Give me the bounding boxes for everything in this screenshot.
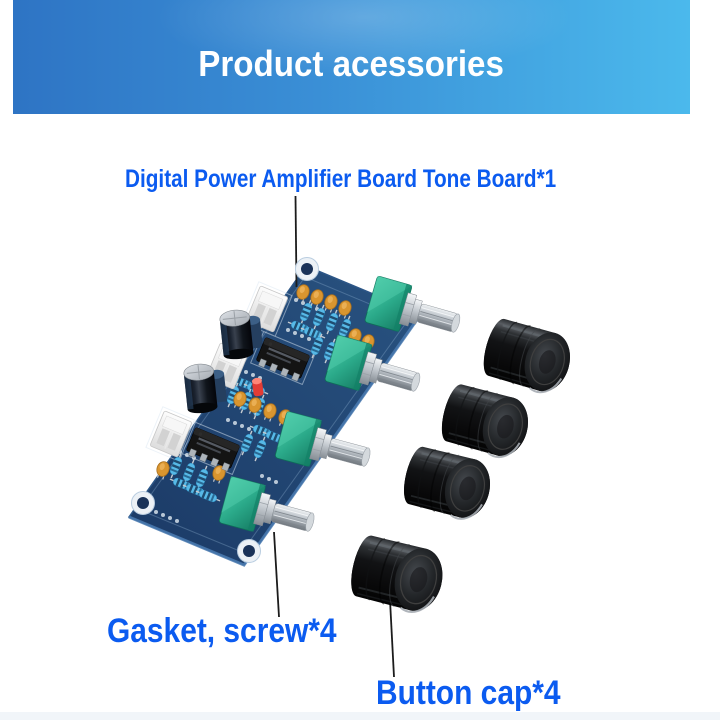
bottom-strip (0, 712, 720, 720)
knob-2 (435, 380, 536, 464)
leader-line-gasket (273, 531, 280, 618)
banner-title: Product acessories (198, 43, 505, 84)
knob-4 (344, 531, 450, 619)
knob-1 (477, 314, 578, 400)
gasket-label: Gasket, screw*4 (107, 612, 337, 650)
banner: Product acessories (13, 0, 690, 114)
button-cap-label: Button cap*4 (376, 674, 561, 712)
board-label: Digital Power Amplifier Board Tone Board… (125, 165, 557, 193)
knob-3 (397, 443, 498, 526)
leader-line-button-cap (389, 599, 395, 678)
